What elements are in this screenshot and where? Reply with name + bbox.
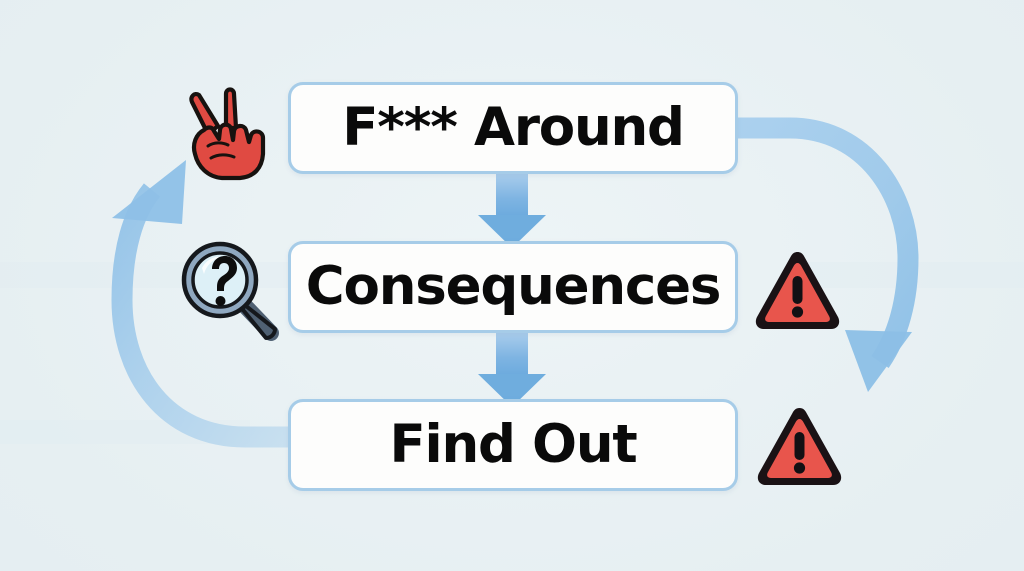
warning-triangle-icon: [750, 246, 845, 334]
warning-triangle-icon: [752, 402, 847, 490]
node-label: Find Out: [389, 413, 637, 475]
magnifier-question-icon: [176, 238, 284, 342]
node-consequences[interactable]: Consequences: [288, 241, 738, 333]
connector-loop-right: [737, 117, 919, 392]
node-label: Consequences: [305, 255, 722, 317]
victory-hand-icon: [178, 82, 274, 182]
node-label: F*** Around: [342, 96, 685, 158]
connector-down-2: [478, 333, 546, 407]
node-find-out[interactable]: Find Out: [288, 399, 738, 491]
node-fuck-around[interactable]: F*** Around: [288, 82, 738, 174]
connector-loop-left: [111, 160, 288, 448]
connector-down-1: [478, 174, 546, 248]
